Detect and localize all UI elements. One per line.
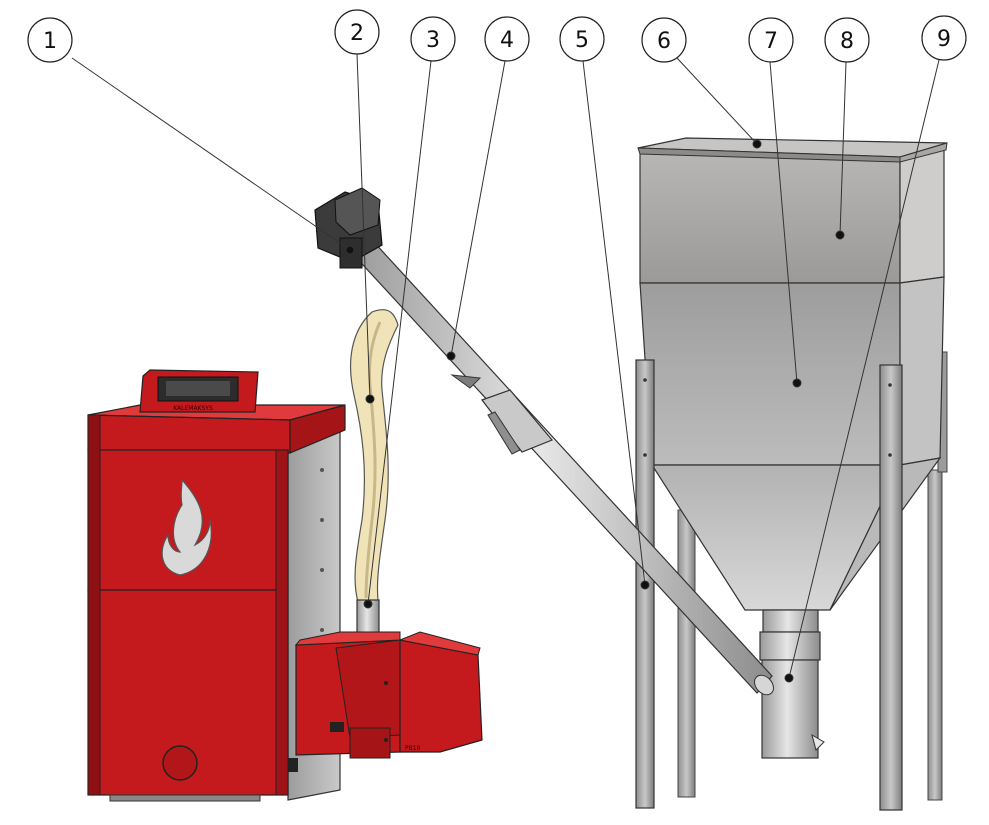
callout-4: 4 (484, 16, 530, 62)
boiler: KALEMAKSYS (87, 369, 346, 802)
leader-line-7 (769, 61, 798, 384)
pellet-hose (349, 309, 399, 603)
callout-3: 3 (410, 16, 456, 62)
leader-line-1 (71, 57, 351, 251)
callout-number: 7 (764, 29, 778, 54)
callout-2: 2 (334, 9, 380, 55)
inspection-port-icon (162, 745, 198, 781)
callout-number: 9 (937, 27, 951, 52)
silo-upper-side (899, 147, 945, 284)
leader-lines (71, 53, 940, 683)
leader-line-4 (450, 60, 506, 357)
silo (635, 137, 948, 811)
leader-line-2 (356, 53, 371, 400)
callout-8: 8 (824, 17, 870, 63)
callouts: 1 2 3 4 5 6 7 8 (27, 9, 967, 63)
callout-7: 7 (748, 17, 794, 63)
silo-middle-front (639, 282, 901, 466)
pellet-burner: PB10 (288, 599, 483, 772)
callout-number: 2 (350, 21, 364, 46)
burner-label: PB10 (405, 745, 421, 752)
callout-number: 4 (500, 28, 514, 53)
callout-1: 1 (27, 17, 73, 63)
silo-leg-front-right (879, 364, 903, 811)
leader-line-8 (839, 61, 847, 236)
control-panel-label: KALEMAKSYS (173, 405, 213, 412)
silo-middle-side (899, 276, 945, 466)
callout-9: 9 (921, 15, 967, 61)
callout-number: 3 (426, 28, 440, 53)
silo-outlet-collar (762, 609, 819, 633)
silo-leg-back-right (927, 469, 943, 801)
callout-number: 5 (575, 28, 589, 53)
callout-number: 6 (657, 29, 671, 54)
callout-number: 1 (43, 29, 57, 54)
callout-5: 5 (559, 16, 605, 62)
callout-number: 8 (840, 29, 854, 54)
leader-line-3 (367, 60, 432, 605)
leader-line-9 (788, 59, 940, 679)
silo-leg-back-left (677, 509, 696, 798)
callout-6: 6 (641, 17, 687, 63)
flame-logo-icon (161, 478, 212, 576)
leader-line-6 (676, 57, 758, 145)
silo-upper-front (639, 149, 901, 284)
feed-auger (351, 239, 774, 696)
leader-line-5 (582, 60, 646, 586)
